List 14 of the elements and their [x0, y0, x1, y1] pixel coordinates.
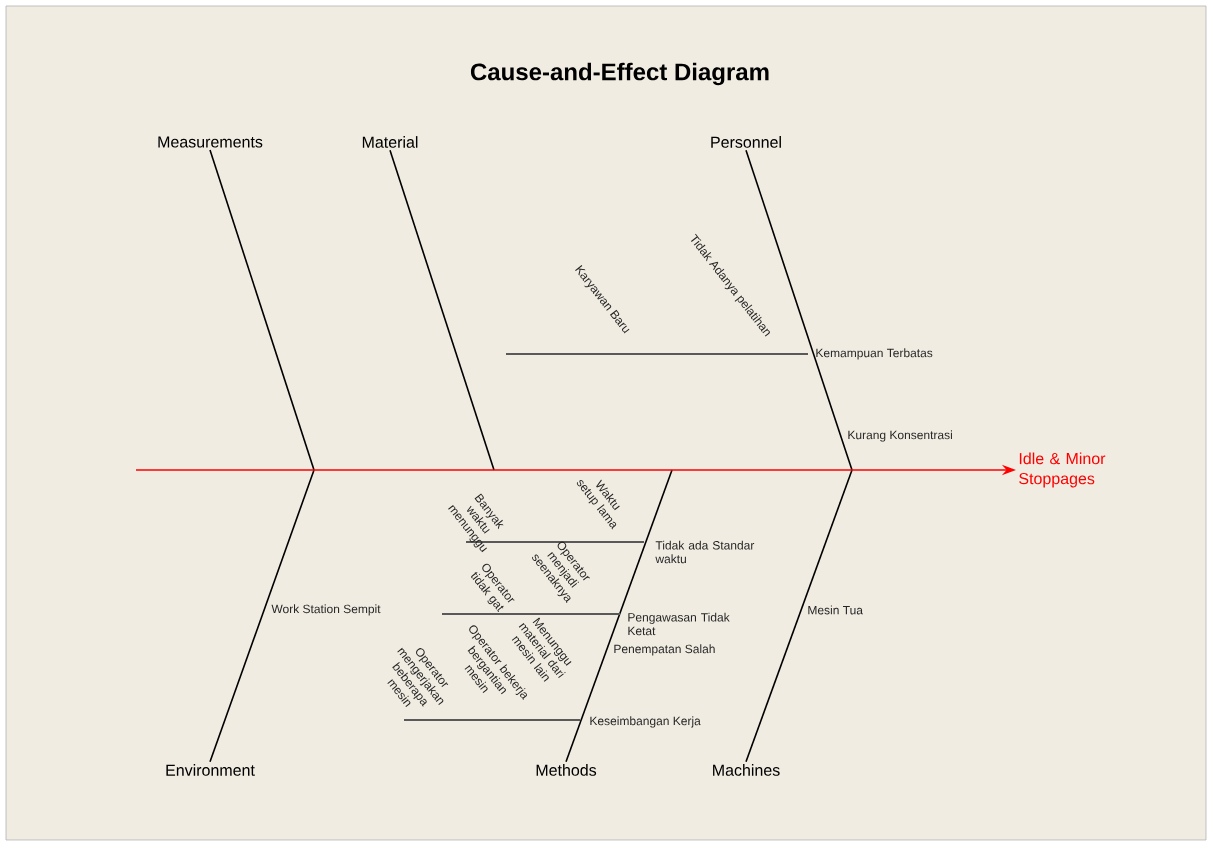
- bone-line: [745, 469, 853, 763]
- category-label: Methods: [536, 764, 597, 776]
- title: Cause-and-Effect Diagram: [470, 62, 769, 86]
- category-label: Machines: [713, 764, 780, 776]
- bone-line: [389, 149, 495, 471]
- bone-line: [209, 149, 315, 471]
- category-label: Environment: [166, 764, 255, 776]
- category-label: Personnel: [711, 136, 781, 148]
- category-label: Measurements: [158, 136, 263, 148]
- effect-label: Idle & Minor Stoppages: [1019, 452, 1106, 488]
- bone-line: [745, 149, 853, 471]
- bone-line: [565, 469, 673, 763]
- category-label: Material: [362, 136, 418, 148]
- bone-line: [209, 469, 315, 763]
